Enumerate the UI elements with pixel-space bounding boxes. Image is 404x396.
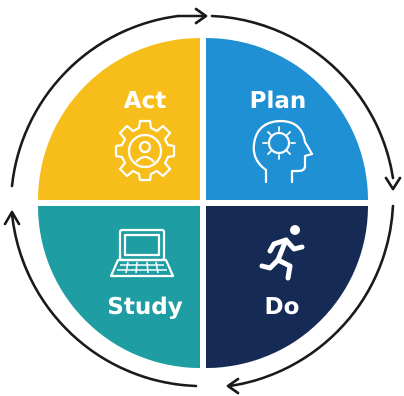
quadrant-label-act: Act — [124, 88, 166, 114]
running-person-icon — [259, 225, 305, 281]
head-brain-icon — [252, 119, 314, 184]
cycle-arrow-right-head — [384, 176, 402, 191]
cycle-arrows — [3, 7, 402, 395]
quadrant-label-plan: Plan — [250, 88, 307, 114]
cycle-arrow-left — [10, 212, 198, 388]
gear-person-icon — [114, 119, 176, 182]
quadrant-act — [38, 38, 200, 200]
quadrant-plan — [206, 38, 368, 200]
quadrant-do — [206, 206, 368, 368]
cycle-arrow-bottom — [228, 204, 395, 388]
quadrant-label-study: Study — [107, 294, 182, 320]
quadrant-study — [38, 206, 200, 368]
laptop-icon — [109, 228, 175, 278]
cycle-arrow-top — [210, 14, 395, 180]
cycle-arrow-topleft — [10, 14, 180, 188]
quadrant-label-do: Do — [265, 294, 300, 320]
cycle-arrow-bottom-head — [226, 377, 240, 395]
cycle-arrow-left-head — [3, 210, 21, 226]
